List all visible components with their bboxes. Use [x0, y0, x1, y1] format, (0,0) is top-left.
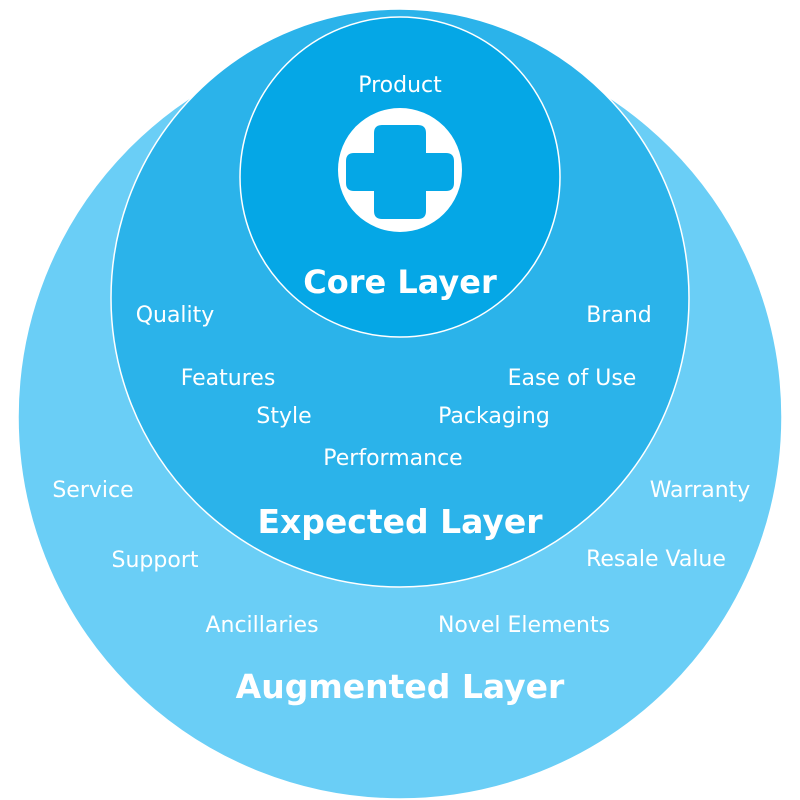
core-top-label: Product — [358, 73, 442, 98]
expected-item-performance: Performance — [323, 446, 462, 471]
augmented-item-novel-elements: Novel Elements — [438, 613, 610, 638]
expected-item-features: Features — [181, 366, 276, 391]
augmented-item-warranty: Warranty — [650, 478, 751, 503]
expected-layer-title: Expected Layer — [257, 502, 543, 541]
expected-item-ease-of-use: Ease of Use — [508, 366, 637, 391]
augmented-layer-title: Augmented Layer — [236, 667, 565, 706]
augmented-item-resale-value: Resale Value — [586, 547, 726, 572]
core-layer-title: Core Layer — [303, 263, 497, 301]
expected-item-style: Style — [256, 404, 311, 429]
expected-item-quality: Quality — [136, 303, 215, 328]
expected-item-brand: Brand — [586, 303, 652, 328]
expected-item-packaging: Packaging — [438, 404, 550, 429]
augmented-item-support: Support — [112, 548, 199, 573]
augmented-item-ancillaries: Ancillaries — [205, 613, 318, 638]
augmented-item-service: Service — [52, 478, 133, 503]
plus-icon — [338, 108, 462, 232]
